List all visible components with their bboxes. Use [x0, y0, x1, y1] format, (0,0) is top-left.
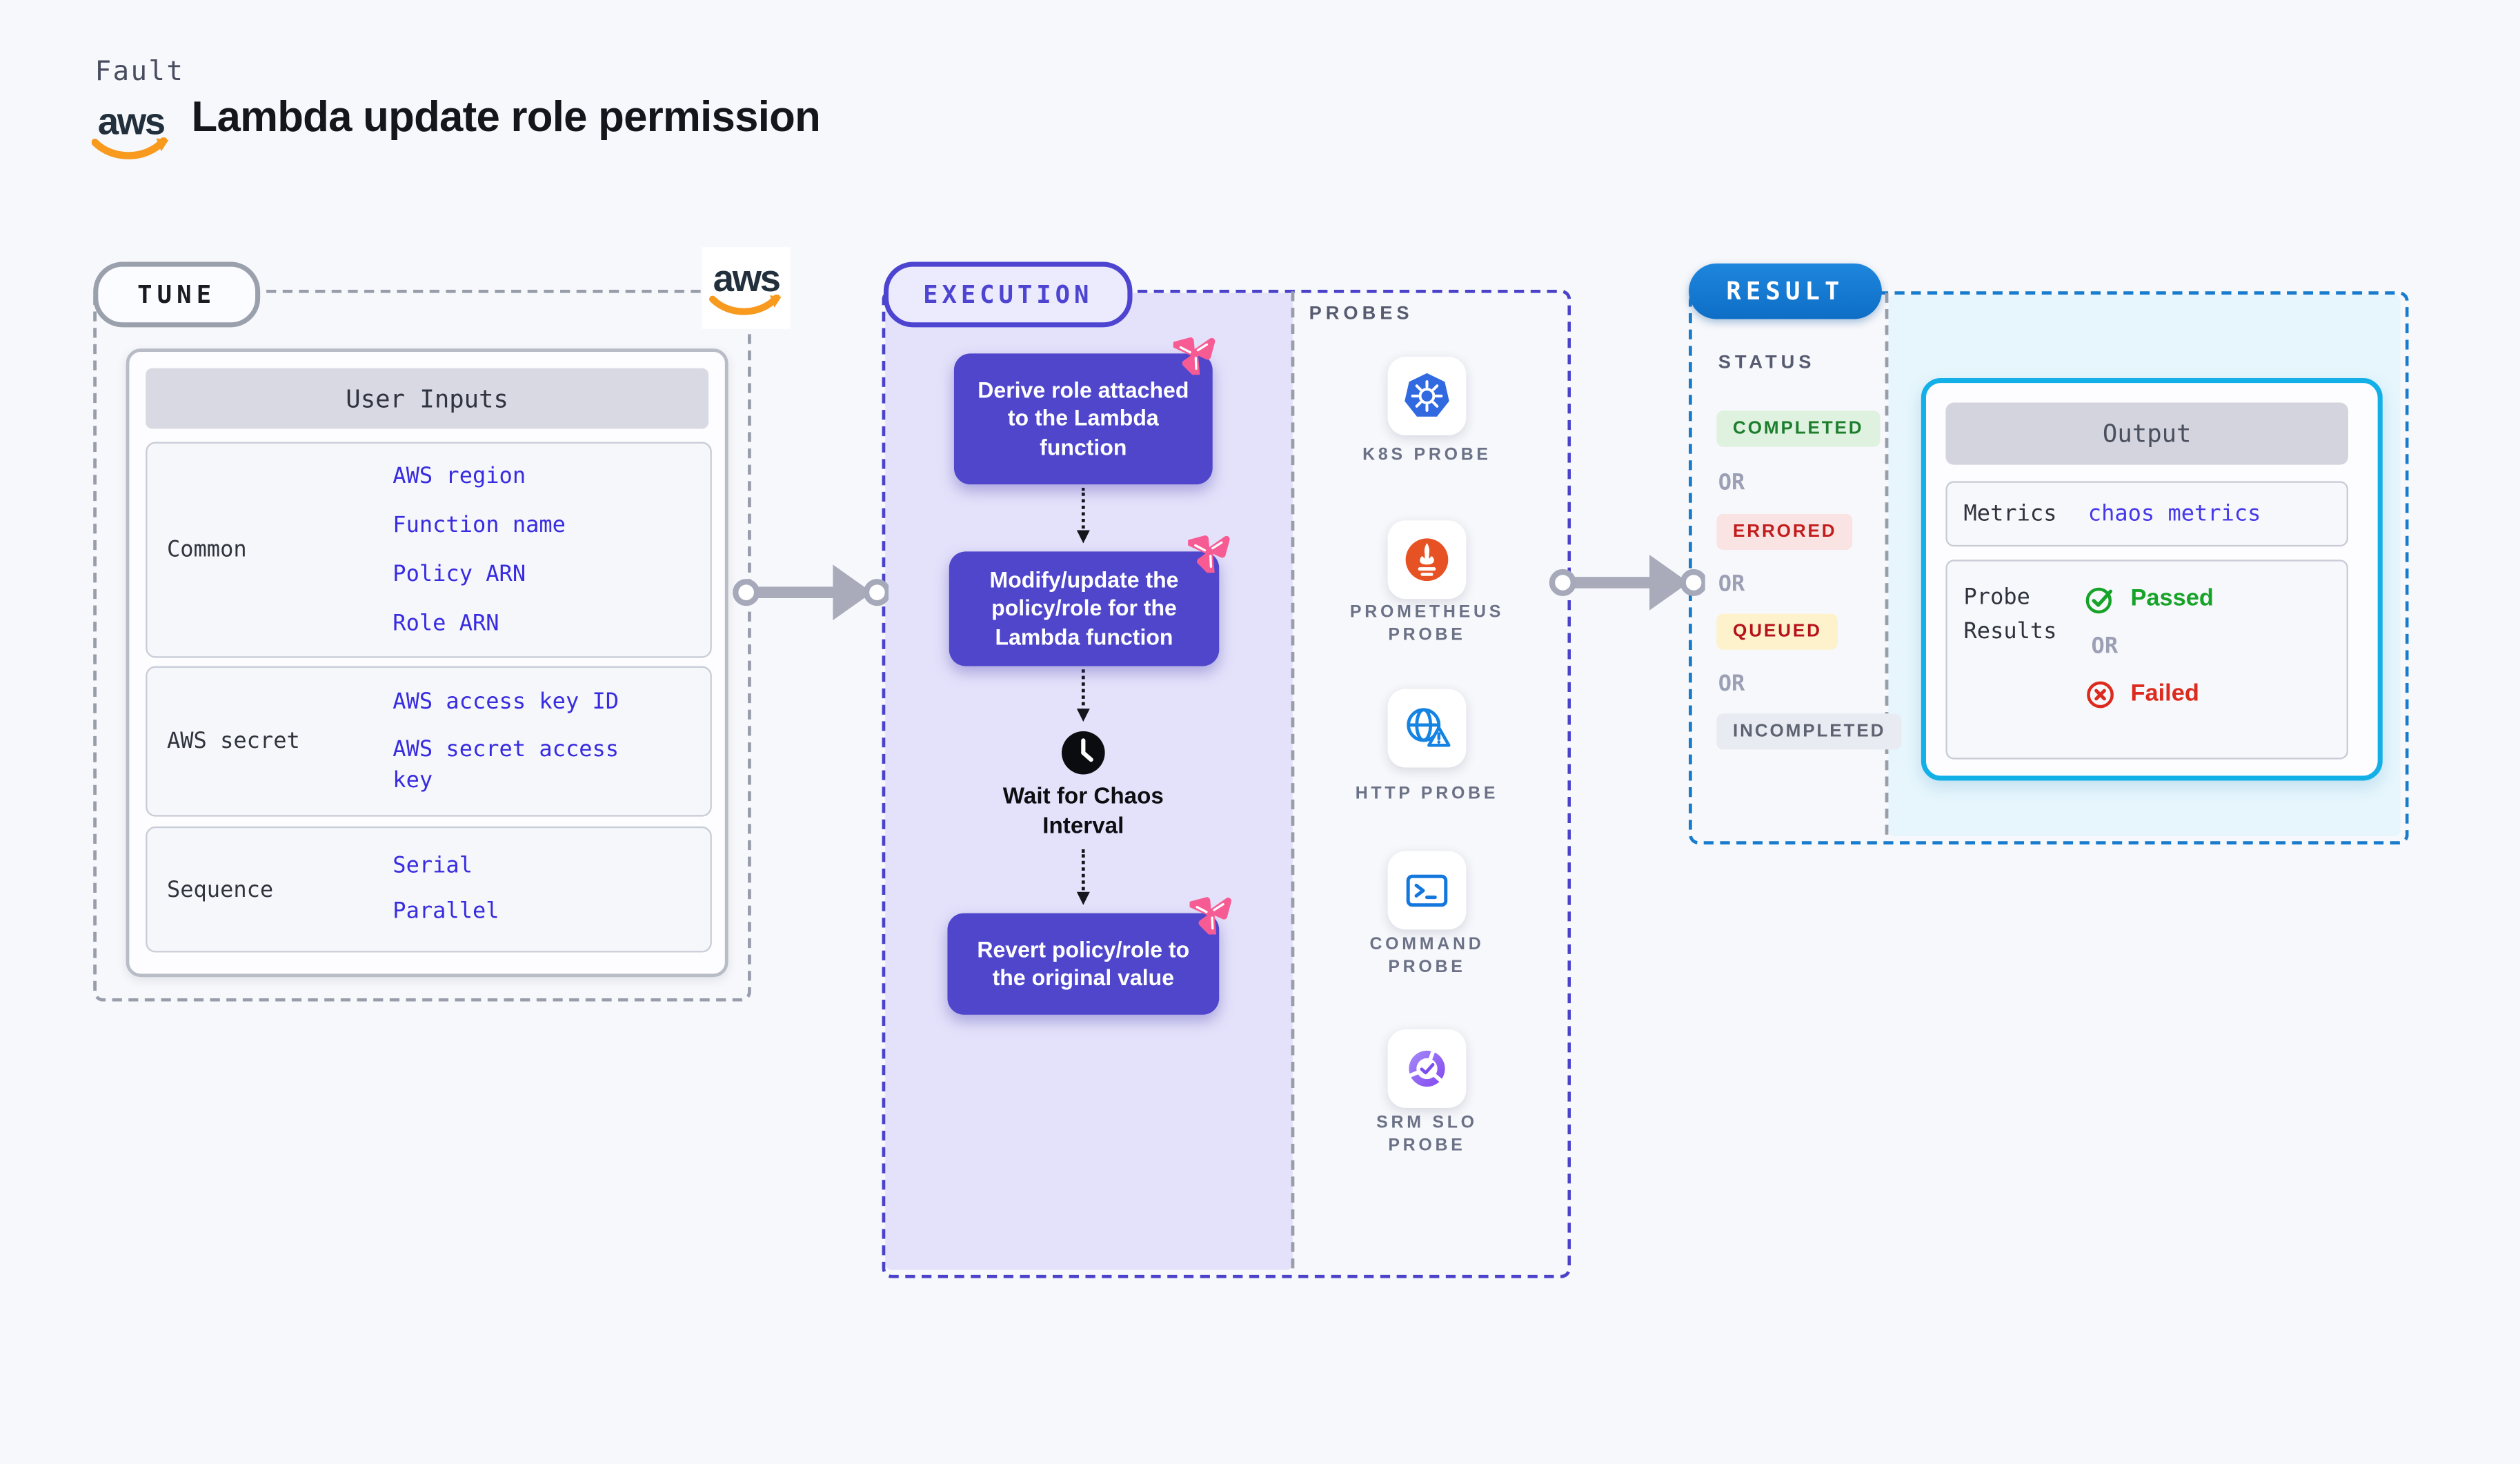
prometheus-probe-tile — [1387, 520, 1467, 600]
input-row-common: Common AWS region Function name Policy A… — [146, 442, 712, 658]
input-link[interactable]: Role ARN — [393, 609, 499, 636]
input-link[interactable]: AWS access key ID — [393, 688, 619, 715]
metrics-label: Metrics — [1963, 500, 2057, 527]
prometheus-icon — [1405, 538, 1449, 582]
execution-probes-divider — [1291, 291, 1295, 1269]
result-section — [1689, 291, 2409, 845]
step-revert-policy: Revert policy/role to the original value — [947, 913, 1220, 1015]
input-link[interactable]: Function name — [393, 511, 566, 538]
flow-connector — [1075, 849, 1089, 905]
input-link[interactable]: Serial — [393, 852, 473, 879]
probe-caption: PROMETHEUS PROBE — [1349, 602, 1505, 645]
input-row-label: Common — [166, 537, 247, 564]
aws-logo: aws — [91, 99, 170, 161]
probes-heading: PROBES — [1309, 304, 1413, 324]
probe-caption: COMMAND PROBE — [1369, 934, 1485, 978]
chaos-metrics-link[interactable]: chaos metrics — [2087, 500, 2261, 527]
output-card: Output Metrics chaos metrics Probe Resul… — [1921, 377, 2383, 781]
fault-eyebrow: Fault — [95, 55, 185, 87]
flow-connector — [1075, 487, 1089, 544]
status-badge-completed: COMPLETED — [1716, 410, 1881, 447]
aws-badge: aws — [702, 247, 791, 329]
probe-caption: SRM SLO PROBE — [1376, 1113, 1478, 1156]
input-link[interactable]: Policy ARN — [393, 560, 526, 587]
http-globe-icon — [1407, 708, 1451, 747]
failed-label: Failed — [2130, 680, 2199, 707]
result-divider — [1885, 293, 1889, 835]
slo-donut-icon — [1408, 1049, 1445, 1087]
input-links: Serial Parallel — [393, 828, 671, 951]
status-heading: STATUS — [1718, 353, 1816, 373]
probe-results-row: Probe Results Passed OR Faile — [1945, 560, 2348, 760]
probe-caption: K8S PROBE — [1362, 445, 1491, 465]
page-title: Lambda update role permission — [191, 91, 821, 141]
clock-icon — [1062, 731, 1105, 775]
input-links: AWS region Function name Policy ARN Role… — [393, 444, 671, 656]
terminal-icon — [1406, 874, 1448, 907]
http-probe-tile — [1387, 689, 1467, 768]
execution-to-result-arrow — [1549, 555, 1705, 611]
srm-slo-probe-tile — [1387, 1029, 1467, 1108]
execution-section — [882, 289, 1571, 1278]
chaos-pinwheel-icon — [1173, 337, 1216, 375]
user-inputs-header: User Inputs — [146, 368, 709, 429]
input-link[interactable]: Parallel — [393, 898, 499, 925]
k8s-probe-tile — [1387, 357, 1467, 435]
x-circle-icon — [2087, 680, 2114, 708]
input-row-label: Sequence — [166, 876, 274, 903]
tune-to-execution-arrow — [733, 564, 889, 621]
step-derive-role: Derive role attached to the Lambda funct… — [953, 353, 1213, 485]
aws-smile-icon — [708, 293, 782, 315]
aws-wordmark: aws — [713, 256, 781, 299]
chaos-pinwheel-icon — [1189, 897, 1232, 935]
output-header: Output — [1945, 402, 2348, 465]
aws-smile-icon — [91, 137, 169, 159]
probe-verdicts: Passed OR Failed — [2085, 582, 2214, 710]
probe-caption: HTTP PROBE — [1355, 784, 1499, 804]
passed-verdict: Passed — [2085, 582, 2214, 615]
tune-pill: TUNE — [93, 261, 261, 328]
input-row-label: AWS secret — [166, 728, 300, 755]
chaos-pinwheel-icon — [1188, 535, 1230, 573]
check-circle-icon — [2085, 586, 2113, 613]
failed-verdict: Failed — [2085, 677, 2214, 710]
metrics-row: Metrics chaos metrics — [1945, 481, 2348, 547]
step-modify-policy: Modify/update the policy/role for the La… — [949, 551, 1220, 666]
result-pill: RESULT — [1689, 263, 1882, 319]
aws-wordmark: aws — [97, 99, 166, 143]
input-row-aws-secret: AWS secret AWS access key ID AWS secret … — [146, 666, 712, 817]
execution-pill: EXECUTION — [883, 261, 1133, 328]
input-link[interactable]: AWS region — [393, 462, 526, 489]
or-label: OR — [2091, 633, 2119, 660]
status-badge-queued: QUEUED — [1716, 613, 1838, 650]
status-badge-incompleted: INCOMPLETED — [1716, 713, 1903, 750]
input-row-sequence: Sequence Serial Parallel — [146, 826, 712, 953]
input-links: AWS access key ID AWS secret access key — [393, 668, 655, 815]
probe-results-label: Probe Results — [1963, 584, 2057, 645]
input-link[interactable]: AWS secret access key — [393, 735, 619, 793]
status-badge-errored: ERRORED — [1716, 513, 1854, 551]
flow-connector — [1075, 669, 1089, 722]
or-label: OR — [1718, 671, 1745, 698]
user-inputs-card: User Inputs Common AWS region Function n… — [126, 348, 728, 978]
kubernetes-icon — [1405, 373, 1449, 417]
command-probe-tile — [1387, 851, 1467, 930]
or-label: OR — [1718, 571, 1745, 597]
passed-label: Passed — [2130, 586, 2214, 613]
wait-chaos-interval-label: Wait for Chaos Interval — [1002, 782, 1164, 838]
tune-section — [93, 289, 751, 1002]
or-label: OR — [1718, 469, 1745, 496]
